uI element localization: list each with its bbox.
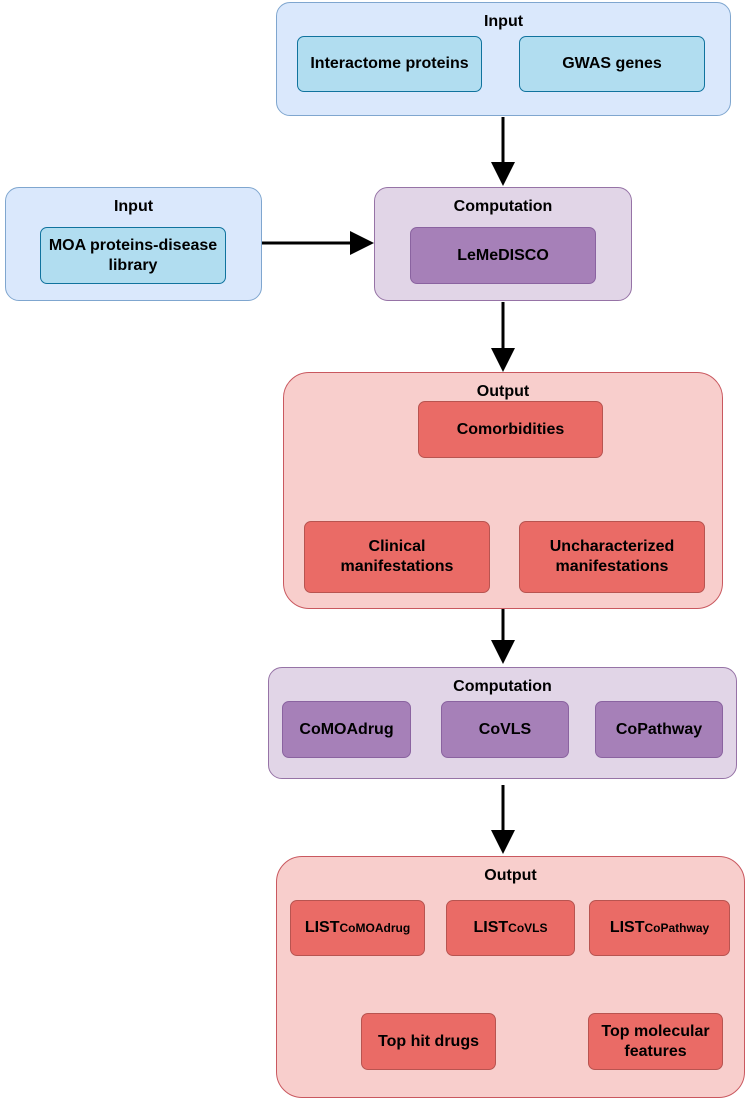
- group-title: Computation: [453, 198, 553, 215]
- list-base: LIST: [473, 919, 509, 936]
- group-title: Input: [483, 13, 524, 30]
- group-title: Output: [476, 383, 530, 400]
- top-hit-drugs-box: Top hit drugs: [361, 1013, 496, 1070]
- group-title: Input: [113, 198, 154, 215]
- gwas-genes-box: GWAS genes: [519, 36, 705, 92]
- top-molecular-features-box: Top molecular features: [588, 1013, 723, 1070]
- comoadrug-box: CoMOAdrug: [282, 701, 411, 758]
- list-sub: CoPathway: [644, 921, 710, 935]
- list-base: LIST: [304, 919, 340, 936]
- copathway-box: CoPathway: [595, 701, 723, 758]
- lemedisco-box: LeMeDISCO: [410, 227, 596, 284]
- list-base: LIST: [609, 919, 645, 936]
- moa-library-box: MOA proteins-disease library: [40, 227, 226, 284]
- comorbidities-box: Comorbidities: [418, 401, 603, 458]
- uncharacterized-manifestations-box: Uncharacterized manifestations: [519, 521, 705, 593]
- group-title: Output: [484, 867, 537, 884]
- covls-box: CoVLS: [441, 701, 569, 758]
- group-title: Computation: [453, 678, 552, 695]
- list-sub: CoVLS: [508, 921, 548, 935]
- list-sub: CoMOAdrug: [339, 921, 411, 935]
- interactome-proteins-box: Interactome proteins: [297, 36, 482, 92]
- clinical-manifestations-box: Clinical manifestations: [304, 521, 490, 593]
